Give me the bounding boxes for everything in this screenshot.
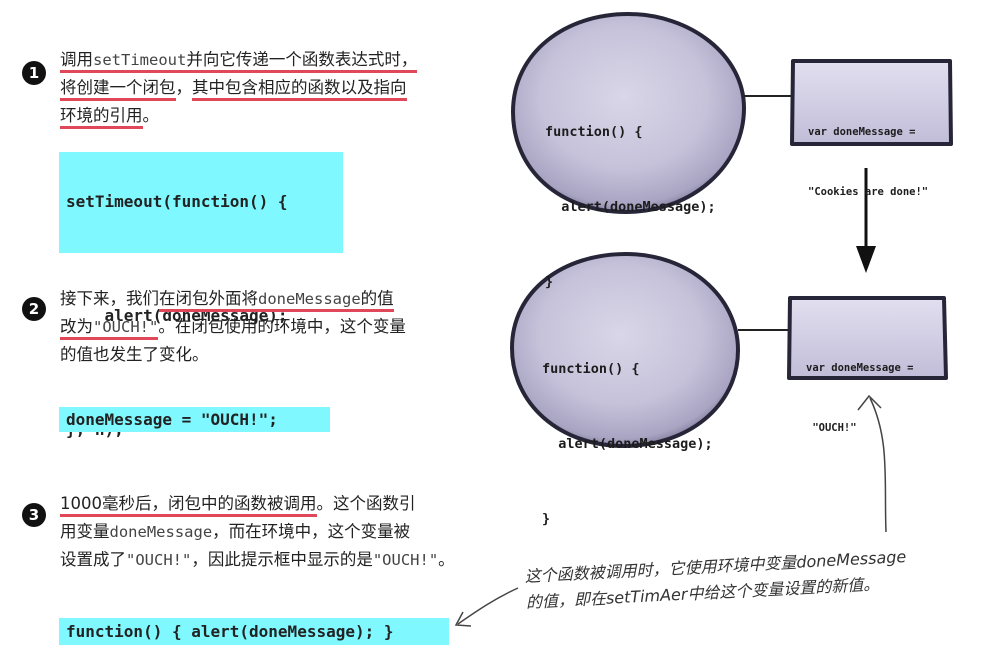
step-2-code-block: doneMessage = "OUCH!"; xyxy=(59,407,330,432)
text-run: setTimeout xyxy=(93,51,187,73)
text-run: 1000毫秒后，闭包中的函数被调用 xyxy=(60,494,317,517)
step-1-text: 调用setTimeout并向它传递一个函数表达式时， 将创建一个闭包，其中包含相… xyxy=(60,46,418,130)
text-run: doneMessage xyxy=(109,523,213,541)
step-1-line-3: 环境的引用。 xyxy=(60,102,417,130)
code-line: function() { xyxy=(545,124,643,140)
text-run: ，而在环境中，这个变量被 xyxy=(212,522,411,541)
step-1-line-1: 调用setTimeout并向它传递一个函数表达式时， xyxy=(60,46,418,74)
step-3-line-2: 用变量doneMessage，而在环境中，这个变量被 xyxy=(60,518,455,546)
code-line: function() { xyxy=(542,361,640,377)
text-run: 环境的引用 xyxy=(60,106,143,129)
text-run: 改为 xyxy=(60,317,93,340)
text-run: "OUCH!" xyxy=(126,551,192,569)
text-run: 在闭包外面将 xyxy=(159,289,258,312)
code-line: } xyxy=(542,511,551,527)
text-run: 将创建一个闭包 xyxy=(60,78,176,101)
env-box-bottom xyxy=(787,296,948,380)
text-run: 并向它传递一个函数表达式时， xyxy=(186,50,418,73)
text-run: ，因此提示框中显示的是 xyxy=(191,550,373,569)
step-3-line-3: 设置成了"OUCH!"，因此提示框中显示的是"OUCH!"。 xyxy=(60,546,455,574)
env-box-top xyxy=(790,59,953,146)
text-run: 的值也发生了变化。 xyxy=(60,345,209,364)
code-line: var doneMessage = xyxy=(806,362,914,374)
text-run: 。 xyxy=(438,550,455,569)
text-run: 调用 xyxy=(60,50,93,73)
step-number-badge: 3 xyxy=(22,503,46,527)
step-3-code-block: function() { alert(doneMessage); } xyxy=(59,618,449,645)
text-run: 设置成了 xyxy=(60,550,126,569)
step-2-text: 接下来，我们在闭包外面将doneMessage的值 改为"OUCH!"。在闭包使… xyxy=(60,285,406,369)
text-run: "OUCH!" xyxy=(93,318,159,340)
code-line: setTimeout(function() { xyxy=(66,192,288,211)
text-run: 。这个函数引 xyxy=(316,494,416,513)
bottom-function-code: function() { alert(doneMessage); } xyxy=(542,307,713,557)
note-pointer-arrow xyxy=(869,397,887,533)
text-run: 用变量 xyxy=(60,522,110,541)
step-2-line-1: 接下来，我们在闭包外面将doneMessage的值 xyxy=(60,285,406,313)
code-line: alert(doneMessage); xyxy=(545,199,716,215)
step-3-text: 1000毫秒后，闭包中的函数被调用。这个函数引 用变量doneMessage，而… xyxy=(60,490,455,574)
step-1-line-2: 将创建一个闭包，其中包含相应的函数以及指向 xyxy=(60,74,417,102)
code-line: alert(doneMessage); xyxy=(542,436,713,452)
down-arrow-icon xyxy=(856,246,876,273)
text-run: doneMessage xyxy=(258,290,361,312)
text-run: 。 xyxy=(142,106,160,125)
note-to-code-arrow xyxy=(457,587,519,625)
code-line: var doneMessage = xyxy=(808,126,916,138)
text-run: ， xyxy=(175,78,193,97)
arrowhead-icon xyxy=(857,394,882,411)
step-2-line-2: 改为"OUCH!"。在闭包使用的环境中，这个变量 xyxy=(60,313,406,341)
bottom-env-code: var doneMessage = "OUCH!" xyxy=(806,318,913,458)
text-run: 接下来，我们 xyxy=(60,289,159,308)
top-env-code: var doneMessage = "Cookies are done!" xyxy=(808,82,928,222)
code-line: alert(doneMessage); xyxy=(66,306,288,325)
step-1-code-block: setTimeout(function() { alert(doneMessag… xyxy=(59,152,343,439)
code-line: } xyxy=(545,274,554,290)
step-number-badge: 2 xyxy=(22,297,46,321)
text-run: 。在闭包使用的环境中，这个变量 xyxy=(158,317,406,336)
text-run: 的值 xyxy=(360,289,394,312)
closure-blob-top xyxy=(510,11,747,215)
code-line: "OUCH!" xyxy=(806,422,857,434)
top-function-code: function() { alert(doneMessage); } xyxy=(545,70,716,320)
step-number-badge: 1 xyxy=(22,61,46,85)
step-2-line-3: 的值也发生了变化。 xyxy=(60,341,406,369)
text-run: 其中包含相应的函数以及指向 xyxy=(192,78,407,101)
closure-blob-bottom xyxy=(509,251,741,449)
arrowhead-icon xyxy=(454,611,472,627)
text-run: "OUCH!" xyxy=(372,551,439,569)
code-line: "Cookies are done!" xyxy=(808,186,929,198)
step-3-line-1: 1000毫秒后，闭包中的函数被调用。这个函数引 xyxy=(60,490,455,518)
